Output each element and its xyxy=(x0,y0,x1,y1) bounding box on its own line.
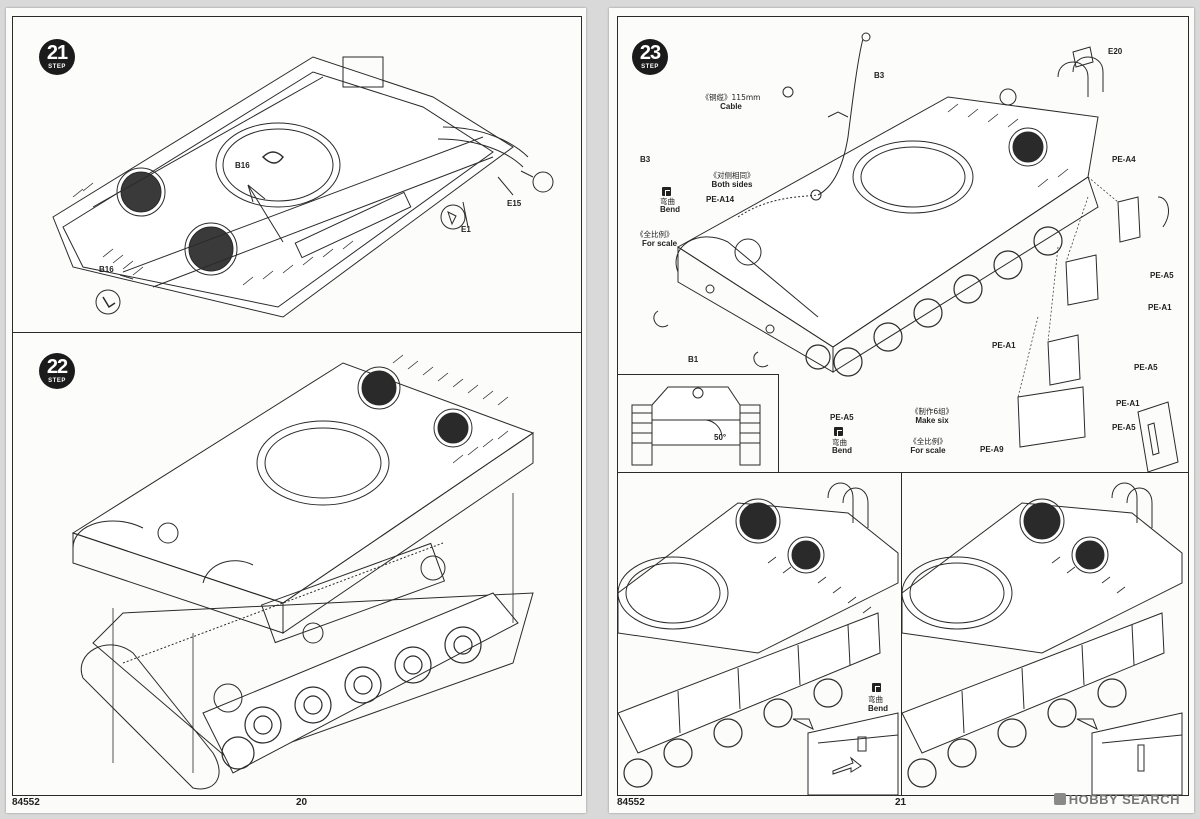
inset-front-view: 50° xyxy=(618,374,779,473)
scale-note-en-2: For scale xyxy=(910,446,946,455)
part-label-e1: E1 xyxy=(461,225,471,234)
make-six-en: Make six xyxy=(915,416,949,425)
step-23-panel: 23 STEP xyxy=(617,16,1189,474)
scale-note-en: For scale xyxy=(642,239,678,248)
step-22-badge: 22 STEP xyxy=(39,353,75,389)
hull-with-skirts-drawing xyxy=(618,482,899,795)
both-sides-note: 《对侧相同》 Both sides xyxy=(706,171,758,189)
bend-note-cn-3: 弯曲 xyxy=(868,695,883,704)
page-number: 21 xyxy=(895,797,907,808)
part-label-pe-a14: PE-A14 xyxy=(706,195,735,204)
page-code: 84552 xyxy=(617,797,645,808)
cable-note-en: Cable xyxy=(720,102,742,111)
part-label-pe-a5-3: PE-A5 xyxy=(1112,423,1136,432)
part-label-b3-top: B3 xyxy=(874,71,885,80)
cable-note: 《铜缆》115mm Cable xyxy=(686,93,776,111)
make-six-cn: 《制作6组》 xyxy=(910,407,954,416)
hull-top-drawing xyxy=(52,56,554,318)
step-21-badge: 21 STEP xyxy=(39,39,75,75)
result-view-left-panel xyxy=(617,472,904,796)
page-code: 84552 xyxy=(12,797,40,808)
part-label-b16-top: B16 xyxy=(235,161,250,170)
part-label-pe-a4: PE-A4 xyxy=(1112,155,1136,164)
part-label-e20: E20 xyxy=(1108,47,1123,56)
step-number: 23 xyxy=(639,42,661,64)
bend-note-en: Bend xyxy=(660,205,680,214)
result-view-right-panel: 弯曲 Bend xyxy=(868,472,1189,796)
part-label-pe-a5-1: PE-A5 xyxy=(1150,271,1174,280)
hull-with-skirts-final-drawing xyxy=(902,482,1183,795)
hull-side-skirt-drawing xyxy=(653,32,1179,473)
part-label-pe-a1-1: PE-A1 xyxy=(1148,303,1172,312)
bend-icon xyxy=(872,683,881,693)
step-label: STEP xyxy=(641,64,659,70)
part-label-pe-a5-legend: PE-A5 xyxy=(830,413,854,422)
scale-note-2: 《全比例》 For scale xyxy=(900,437,956,455)
step-23-badge: 23 STEP xyxy=(632,39,668,75)
part-label-b1: B1 xyxy=(688,355,699,364)
part-label-pe-a9: PE-A9 xyxy=(980,445,1004,454)
part-label-b3-left: B3 xyxy=(640,155,651,164)
bend-note-cn: 弯曲 xyxy=(660,197,675,206)
part-label-pe-a1-3: PE-A1 xyxy=(1116,399,1140,408)
watermark: HOBBY SEARCH xyxy=(1053,792,1180,807)
bend-note-en-3: Bend xyxy=(868,704,888,713)
step-label: STEP xyxy=(48,378,66,384)
tank-hull-assembly-drawing xyxy=(71,354,535,790)
part-label-pe-a5-2: PE-A5 xyxy=(1134,363,1158,372)
step-number: 21 xyxy=(46,42,68,64)
instruction-page-21: 23 STEP xyxy=(609,8,1194,813)
instruction-page-20: 21 STEP xyxy=(6,8,586,813)
both-sides-en: Both sides xyxy=(711,180,753,189)
bend-note-cn-2: 弯曲 xyxy=(832,438,847,447)
step-22-panel: 22 STEP xyxy=(12,332,582,796)
step-21-panel: 21 STEP xyxy=(12,16,582,334)
bend-note-en-2: Bend xyxy=(832,446,852,455)
make-six-note: 《制作6组》 Make six xyxy=(906,407,958,425)
step-label: STEP xyxy=(48,64,66,70)
bend-icon xyxy=(662,187,671,197)
both-sides-cn: 《对侧相同》 xyxy=(709,171,755,180)
angle-label: 50° xyxy=(714,433,727,442)
step-number: 22 xyxy=(46,356,68,378)
logo-icon xyxy=(1053,793,1066,805)
scale-note-cn-2: 《全比例》 xyxy=(909,437,947,446)
part-label-b16-left: B16 xyxy=(99,265,114,274)
part-label-pe-a1-2: PE-A1 xyxy=(992,341,1016,350)
scale-note-cn: 《全比例》 xyxy=(636,230,674,239)
cable-note-cn: 《铜缆》115mm xyxy=(701,93,761,102)
watermark-text: HOBBY SEARCH xyxy=(1068,792,1180,807)
page-number: 20 xyxy=(296,797,308,808)
part-label-e15: E15 xyxy=(507,199,522,208)
bend-icon xyxy=(834,427,843,437)
